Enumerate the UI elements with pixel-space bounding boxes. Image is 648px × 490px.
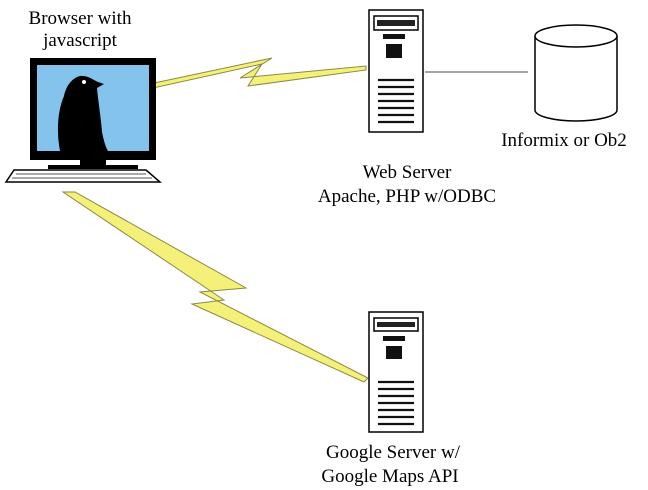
bolt-browser-google <box>61 191 369 383</box>
browser-label-line-2: javascript <box>42 30 118 51</box>
database-label: Informix or Ob2 <box>501 130 627 151</box>
browser-label-line-1: Browser with <box>29 8 132 29</box>
server-tower-icon <box>368 9 424 133</box>
server-tower-icon <box>368 311 424 433</box>
google-server-label-line-2: Google Maps API <box>321 466 458 487</box>
google-server-label-line-1: Google Server w/ <box>326 442 461 463</box>
web-server-label-line-2: Apache, PHP w/ODBC <box>318 186 496 207</box>
web-server-label-line-1: Web Server <box>363 162 452 183</box>
computer-with-penguin-icon <box>4 58 163 183</box>
database-cylinder-icon <box>534 24 618 122</box>
bolt-browser-webserver <box>138 57 367 91</box>
